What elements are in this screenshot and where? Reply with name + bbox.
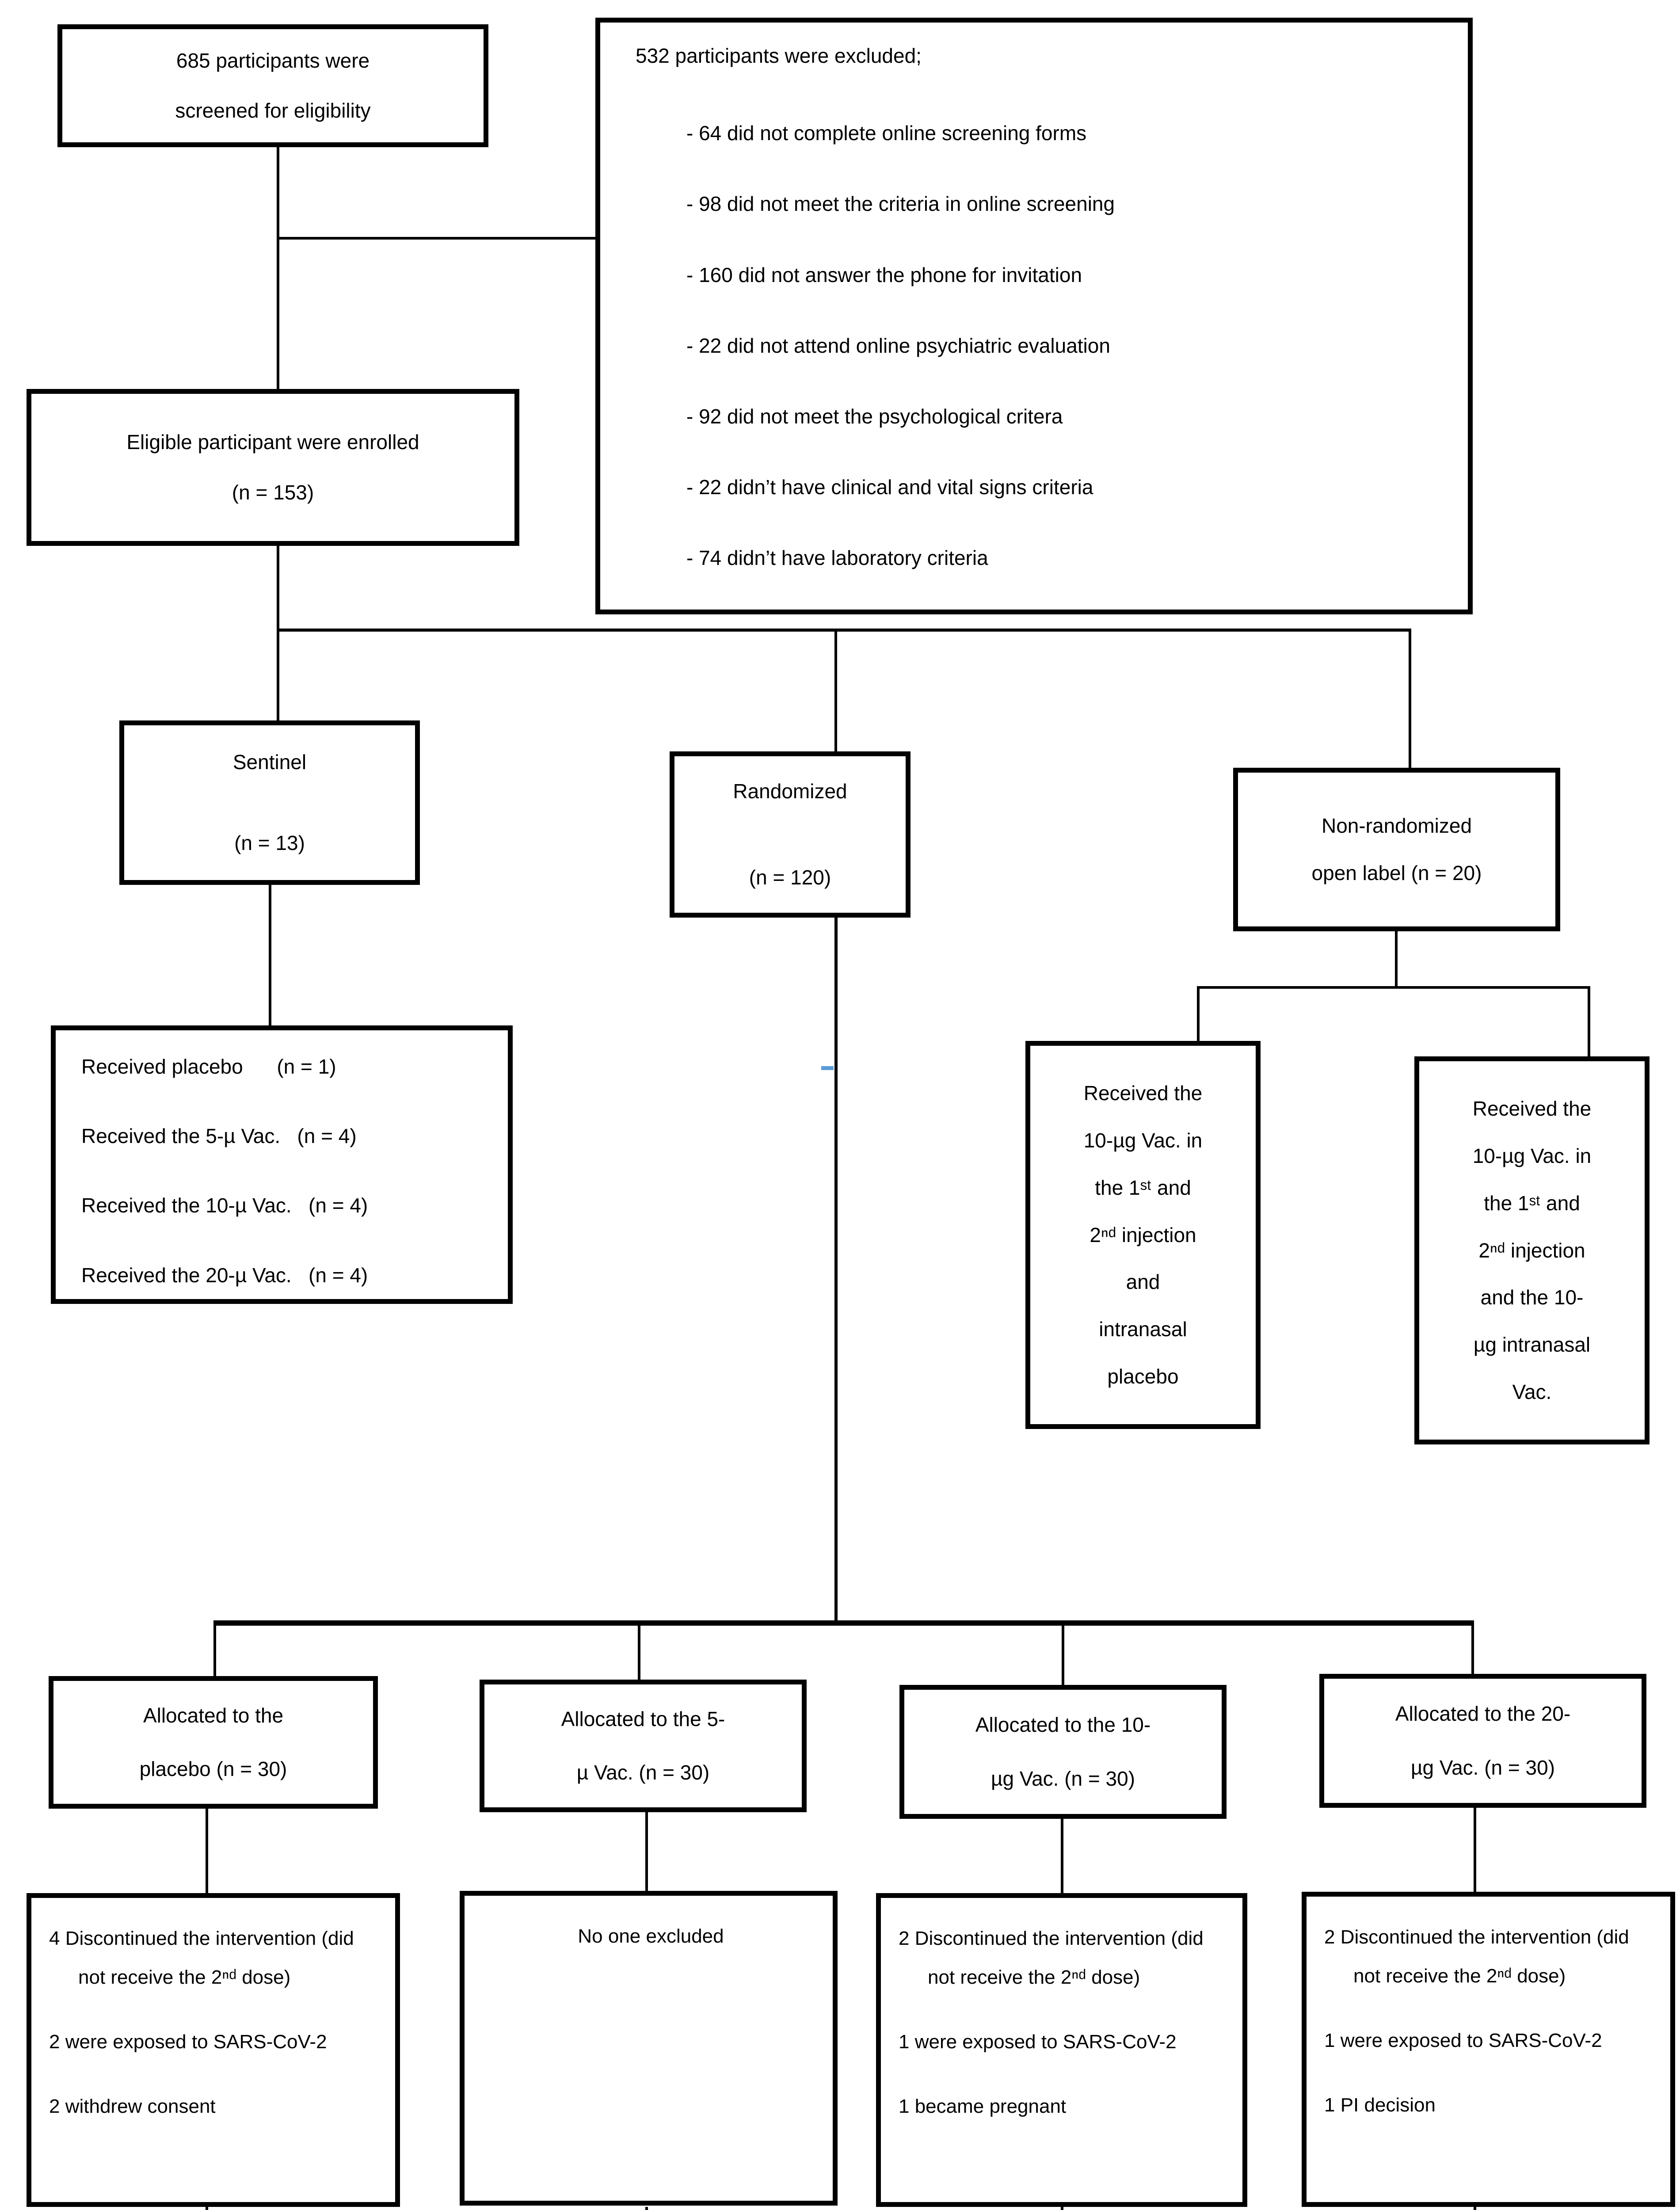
openlabel-right-line: 2ⁿᵈ injection xyxy=(1478,1238,1585,1262)
allocated-text: Allocated to the xyxy=(143,1703,284,1727)
sentinel-text-line2: (n = 13) xyxy=(234,831,305,854)
discontinued-paragraph: 1 became pregnant xyxy=(899,2096,1067,2117)
box-screened: 685 participants were screened for eligi… xyxy=(57,24,488,147)
allocated-text: placebo (n = 30) xyxy=(139,1757,287,1780)
randomized-text-line2: (n = 120) xyxy=(749,866,831,889)
box-allocated-placebo: Allocated to the placebo (n = 30) xyxy=(49,1676,378,1809)
connector-alloc4-drop xyxy=(1471,1623,1474,1674)
discontinued-paragraph: 1 were exposed to SARS-CoV-2 xyxy=(1324,2030,1602,2051)
blue-tick-mark xyxy=(821,1066,834,1070)
screened-text-line2: screened for eligibility xyxy=(175,99,371,122)
connector-openlabel-left-drop xyxy=(1197,986,1200,1042)
openlabel-right-line: and the 10- xyxy=(1480,1286,1584,1309)
enrolled-text-line2: (n = 153) xyxy=(232,480,314,504)
received-item: Received the 10-µ Vac. (n = 4) xyxy=(81,1194,368,1217)
received-item: Received placebo (n = 1) xyxy=(81,1055,336,1078)
openlabel-left-line: the 1ˢᵗ and xyxy=(1095,1176,1191,1199)
connector-openlabel-right-drop xyxy=(1588,986,1590,1057)
enrolled-text-line1: Eligible participant were enrolled xyxy=(126,431,419,454)
openlabel-left-line: intranasal xyxy=(1099,1318,1187,1341)
openlabel-right-line: 10-µg Vac. in xyxy=(1472,1144,1592,1168)
nonrandomized-text-line1: Non-randomized xyxy=(1321,814,1472,837)
box-discontinued-10ug: 2 Discontinued the intervention (did not… xyxy=(876,1893,1247,2207)
openlabel-right-line: µg intranasal xyxy=(1473,1333,1591,1356)
openlabel-right-line: Received the xyxy=(1472,1097,1592,1120)
discontinued-paragraph: 2 Discontinued the intervention (did not… xyxy=(899,1928,1204,1988)
connector-alloc2-drop xyxy=(638,1623,640,1680)
openlabel-left-line: 2ⁿᵈ injection xyxy=(1090,1223,1196,1246)
connector-alloc3-to-disc3 xyxy=(1061,1819,1063,1893)
connector-allocation-branch xyxy=(213,1620,1474,1626)
openlabel-right-line: the 1ˢᵗ and xyxy=(1484,1191,1580,1215)
allocated-text: Allocated to the 5- xyxy=(561,1707,725,1730)
openlabel-right-line: Vac. xyxy=(1512,1380,1552,1403)
discontinued-paragraph: 2 Discontinued the intervention (did not… xyxy=(1324,1926,1629,1987)
excluded-item: - 22 did not attend online psychiatric e… xyxy=(686,334,1110,357)
connector-disc2-to-analyzed2 xyxy=(645,2207,648,2210)
nonrandomized-text-line2: open label (n = 20) xyxy=(1311,861,1482,884)
allocated-text: µg Vac. (n = 30) xyxy=(1410,1756,1555,1779)
box-excluded: 532 participants were excluded; - 64 did… xyxy=(595,18,1473,614)
received-item: Received the 20-µ Vac. (n = 4) xyxy=(81,1263,368,1287)
box-allocated-20ug: Allocated to the 20- µg Vac. (n = 30) xyxy=(1319,1674,1646,1808)
connector-to-excluded xyxy=(277,237,595,240)
box-sentinel-received: Received placebo (n = 1) Received the 5-… xyxy=(51,1025,513,1304)
sentinel-text-line1: Sentinel xyxy=(232,750,307,774)
allocated-text: Allocated to the 10- xyxy=(975,1713,1151,1737)
box-enrolled: Eligible participant were enrolled (n = … xyxy=(27,389,519,546)
box-allocated-10ug: Allocated to the 10- µg Vac. (n = 30) xyxy=(899,1685,1227,1819)
connector-disc3-to-analyzed3 xyxy=(1061,2207,1063,2210)
box-discontinued-placebo: 4 Discontinued the intervention (did not… xyxy=(27,1893,400,2207)
discontinued-paragraph: No one excluded xyxy=(578,1925,724,1947)
connector-alloc3-drop xyxy=(1062,1623,1064,1685)
box-discontinued-20ug: 2 Discontinued the intervention (did not… xyxy=(1302,1892,1675,2207)
received-item: Received the 5-µ Vac. (n = 4) xyxy=(81,1124,357,1148)
connector-screened-to-enrolled xyxy=(277,146,279,389)
box-openlabel-placebo-arm: Received the 10-µg Vac. in the 1ˢᵗ and 2… xyxy=(1025,1041,1261,1429)
excluded-item: - 74 didn’t have laboratory criteria xyxy=(686,546,988,570)
screened-text-line1: 685 participants were xyxy=(176,49,370,72)
discontinued-paragraph: 4 Discontinued the intervention (did not… xyxy=(49,1928,354,1988)
connector-alloc4-to-disc4 xyxy=(1474,1808,1476,1893)
connector-disc4-to-analyzed4 xyxy=(1474,2207,1476,2210)
allocated-text: µg Vac. (n = 30) xyxy=(990,1767,1135,1790)
connector-alloc2-to-disc2 xyxy=(645,1810,648,1892)
connector-sentinel-to-received xyxy=(269,884,271,1025)
discontinued-paragraph: 1 were exposed to SARS-CoV-2 xyxy=(899,2031,1177,2053)
connector-alloc1-drop xyxy=(213,1623,216,1676)
discontinued-paragraph: 2 withdrew consent xyxy=(49,2096,216,2117)
excluded-item: - 160 did not answer the phone for invit… xyxy=(686,263,1082,286)
connector-arms-branch xyxy=(277,629,1411,632)
randomized-text-line1: Randomized xyxy=(733,779,847,803)
allocated-text: Allocated to the 20- xyxy=(1395,1702,1571,1726)
connector-nonrandomized-down xyxy=(1395,930,1398,988)
openlabel-left-line: 10-µg Vac. in xyxy=(1083,1129,1203,1152)
connector-randomized-drop xyxy=(834,629,837,751)
connector-openlabel-branch xyxy=(1197,986,1590,989)
openlabel-left-line: Received the xyxy=(1083,1082,1203,1105)
box-discontinued-5u: No one excluded xyxy=(460,1891,838,2206)
discontinued-paragraph: 1 PI decision xyxy=(1324,2094,1436,2116)
excluded-item: - 22 didn’t have clinical and vital sign… xyxy=(686,476,1093,499)
connector-alloc1-to-disc1 xyxy=(206,1808,208,1894)
excluded-item: - 98 did not meet the criteria in online… xyxy=(686,192,1115,216)
connector-randomized-long xyxy=(834,917,838,1624)
excluded-title: 532 participants were excluded; xyxy=(636,44,922,67)
box-randomized: Randomized (n = 120) xyxy=(670,751,910,918)
openlabel-left-line: and xyxy=(1126,1270,1160,1294)
box-allocated-5u: Allocated to the 5- µ Vac. (n = 30) xyxy=(480,1680,807,1812)
box-nonrandomized: Non-randomized open label (n = 20) xyxy=(1233,768,1560,931)
box-openlabel-vac-arm: Received the 10-µg Vac. in the 1ˢᵗ and 2… xyxy=(1414,1056,1650,1444)
openlabel-left-line: placebo xyxy=(1107,1364,1179,1388)
box-sentinel: Sentinel (n = 13) xyxy=(119,720,420,885)
connector-nonrandomized-drop xyxy=(1409,629,1411,768)
connector-disc1-to-analyzed1 xyxy=(206,2207,208,2210)
connector-enrolled-down xyxy=(277,546,279,720)
allocated-text: µ Vac. (n = 30) xyxy=(576,1761,710,1784)
discontinued-paragraph: 2 were exposed to SARS-CoV-2 xyxy=(49,2031,327,2053)
excluded-item: - 64 did not complete online screening f… xyxy=(686,122,1087,145)
excluded-item: - 92 did not meet the psychological crit… xyxy=(686,404,1063,428)
